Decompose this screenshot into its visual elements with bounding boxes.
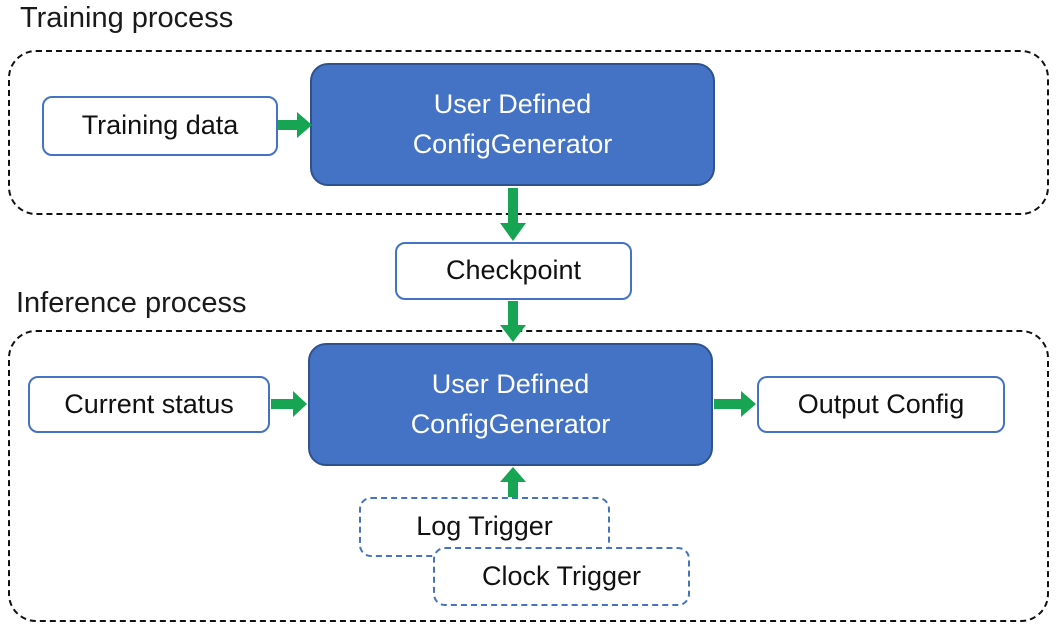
output-config-node: Output Config xyxy=(757,376,1005,433)
inference-process-region xyxy=(8,330,1049,622)
inference-process-title: Inference process xyxy=(16,287,247,319)
clock-trigger-node: Clock Trigger xyxy=(433,547,690,606)
training-process-title: Training process xyxy=(20,2,234,34)
current-status-node: Current status xyxy=(28,376,270,433)
config-generator-inference-node: User Defined ConfigGenerator xyxy=(308,343,713,466)
config-generator-training-node: User Defined ConfigGenerator xyxy=(310,63,715,186)
checkpoint-node: Checkpoint xyxy=(395,242,632,300)
training-process-region xyxy=(8,50,1049,215)
training-data-node: Training data xyxy=(42,96,278,156)
